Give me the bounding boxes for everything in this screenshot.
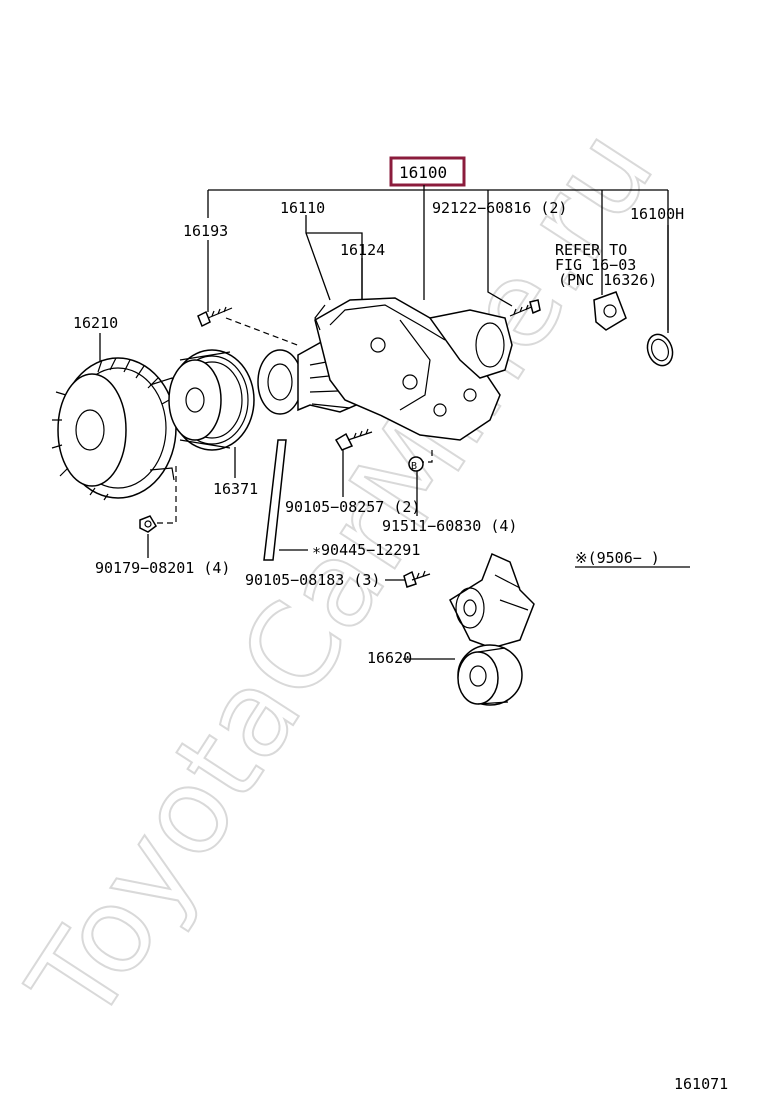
pulley-16371[interactable]	[168, 349, 255, 451]
label-92122-60816: 92122−60816 (2)	[432, 199, 567, 217]
label-16620: 16620	[367, 649, 412, 667]
refer-note-line-2: FIG 16−03	[555, 256, 636, 274]
label-16193: 16193	[183, 222, 228, 240]
gasket-refer-16326[interactable]	[593, 291, 627, 331]
refer-note-line-1: REFER TO	[555, 241, 627, 259]
belt-tensioner-16620[interactable]	[449, 552, 535, 706]
figure-number: 161071	[674, 1075, 728, 1093]
pipe-90445-12291[interactable]	[263, 439, 287, 561]
bolt-90105-08257[interactable]	[334, 428, 373, 451]
label-16210: 16210	[73, 314, 118, 332]
label-16371: 16371	[213, 480, 258, 498]
date-range-note: ※(9506− )	[575, 549, 660, 567]
alignment-dashes	[155, 317, 433, 524]
water-pump-body[interactable]	[257, 297, 513, 441]
label-90179-08201: 90179−08201 (4)	[95, 559, 230, 577]
main-part-number: 16100	[399, 163, 447, 182]
label-90105-08183: 90105−08183 (3)	[245, 571, 380, 589]
bolt-16193[interactable]	[197, 306, 233, 328]
nut-90179-08201[interactable]	[139, 515, 157, 533]
main-part-highlight-box[interactable]	[389, 156, 466, 187]
bolt-90105-08183[interactable]	[403, 570, 431, 588]
refer-note-line-3: (PNC 16326)	[558, 271, 657, 289]
bolt-92122-60816[interactable]	[509, 299, 541, 317]
stud-bolt-91511-60830[interactable]: B	[408, 456, 424, 472]
bolt-mark-b: B	[411, 461, 417, 472]
leader-lines	[99, 215, 669, 660]
label-91511-60830: 91511−60830 (4)	[382, 517, 517, 535]
fan-clutch-16210[interactable]	[51, 357, 179, 501]
label-90445-12291: ∗90445−12291	[312, 541, 420, 559]
o-ring-16100h[interactable]	[643, 331, 676, 369]
label-16110: 16110	[280, 199, 325, 217]
label-16100h: 16100H	[630, 205, 684, 223]
label-90105-08257: 90105−08257 (2)	[285, 498, 420, 516]
